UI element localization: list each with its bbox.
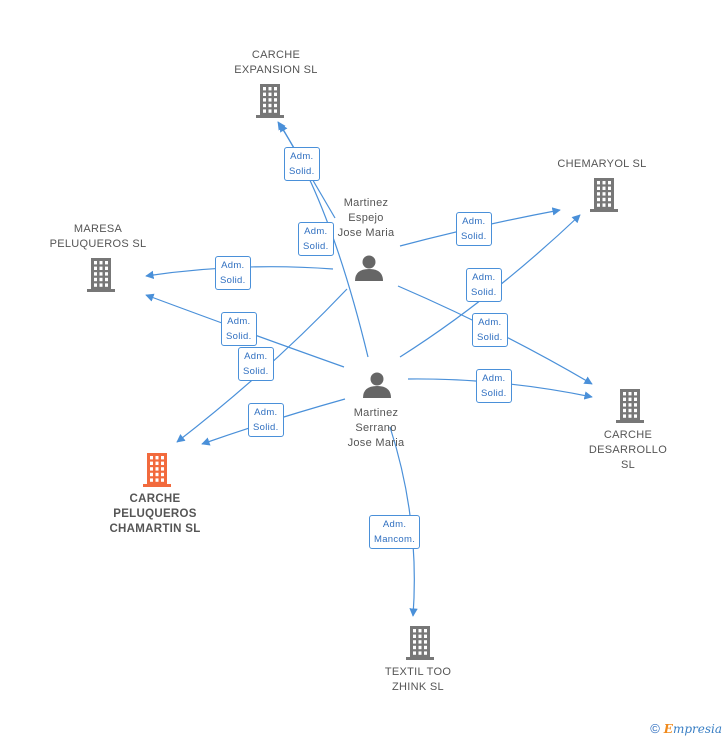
brand-logo-text: mpresia (672, 722, 722, 736)
brand-logo-initial: E (663, 722, 673, 736)
edge-role-label[interactable]: Adm. Solid. (215, 256, 251, 290)
node-label-line: DESARROLLO (588, 444, 668, 456)
footer-brand[interactable]: ©Empresia (650, 721, 722, 736)
edge-role-label[interactable]: Adm. Solid. (248, 403, 284, 437)
node-label-line: TEXTIL TOO (384, 666, 452, 678)
company-label-carche-expansion[interactable]: CARCHE EXPANSION SL (196, 48, 356, 78)
node-label-line: Espejo (348, 212, 384, 224)
building-icon[interactable] (406, 626, 434, 660)
edge-role-text: Solid. (220, 275, 246, 286)
edge-role-text: Mancom. (374, 534, 416, 545)
node-label-line: PELUQUEROS (113, 508, 197, 520)
building-icon[interactable] (87, 258, 115, 292)
edge-role-text: Solid. (303, 241, 329, 252)
node-label-line: SL (620, 459, 636, 471)
copyright-icon: © (650, 721, 660, 736)
edge-role-text: Adm. (472, 272, 496, 283)
edge-role-text: Solid. (253, 422, 279, 433)
node-label-line: Jose Maria (337, 227, 395, 239)
node-label-line: ZHINK SL (392, 681, 444, 693)
node-label-line: CARCHE (603, 429, 653, 441)
company-label-textil-too[interactable]: TEXTIL TOO ZHINK SL (338, 665, 498, 695)
person-icon[interactable] (355, 255, 383, 282)
edge-role-text: Solid. (481, 388, 507, 399)
node-label-line: Jose Maria (347, 437, 405, 449)
building-icon[interactable] (590, 178, 618, 212)
edge-role-text: Solid. (226, 331, 252, 342)
company-label-carche-desarrollo[interactable]: CARCHE DESARROLLO SL (548, 428, 708, 473)
building-icon[interactable] (616, 389, 644, 423)
edge-role-label[interactable]: Adm. Solid. (298, 222, 334, 256)
edge-role-text: Solid. (461, 231, 487, 242)
edge-role-label[interactable]: Adm. Solid. (466, 268, 502, 302)
edge-role-text: Adm. (221, 260, 245, 271)
node-label-line: Martinez (343, 197, 389, 209)
company-label-maresa[interactable]: MARESA PELUQUEROS SL (18, 222, 178, 252)
edge-role-text: Solid. (243, 366, 269, 377)
node-label-line: CARCHE (129, 493, 181, 505)
edge-role-text: Adm. (382, 519, 407, 530)
edge-role-label[interactable]: Adm. Solid. (472, 313, 508, 347)
edge-role-text: Adm. (478, 317, 502, 328)
edge-role-label[interactable]: Adm. Solid. (238, 347, 274, 381)
node-label-line: MARESA (73, 223, 123, 235)
building-icon[interactable] (256, 84, 284, 118)
edge-role-text: Adm. (227, 316, 251, 327)
edge-role-label[interactable]: Adm. Solid. (456, 212, 492, 246)
node-label-line: PELUQUEROS SL (49, 238, 147, 250)
node-label-line: CHEMARYOL SL (557, 158, 647, 170)
edge-role-text: Solid. (471, 287, 497, 298)
edge-role-text: Adm. (254, 407, 278, 418)
node-label-line: Martinez (353, 407, 399, 419)
edge-role-text: Adm. (290, 151, 314, 162)
edge-role-text: Solid. (477, 332, 503, 343)
company-label-chemaryol[interactable]: CHEMARYOL SL (522, 157, 682, 172)
node-label-line: EXPANSION SL (234, 64, 318, 76)
edge-role-label[interactable]: Adm. Solid. (284, 147, 320, 181)
company-label-carche-peluqueros[interactable]: CARCHE PELUQUEROS CHAMARTIN SL (75, 492, 235, 537)
edge-role-label[interactable]: Adm. Solid. (221, 312, 257, 346)
building-icon[interactable] (143, 453, 171, 487)
node-label-line: Serrano (355, 422, 397, 434)
edge-role-text: Adm. (482, 373, 506, 384)
node-label-line: CARCHE (251, 49, 301, 61)
edge-role-label[interactable]: Adm. Solid. (476, 369, 512, 403)
edge-role-text: Adm. (304, 226, 328, 237)
node-label-line: CHAMARTIN SL (109, 523, 201, 535)
person-icon[interactable] (363, 372, 391, 399)
edge-role-text: Adm. (462, 216, 486, 227)
edge-role-text: Solid. (289, 166, 315, 177)
edge-role-text: Adm. (244, 351, 268, 362)
edge-role-label[interactable]: Adm. Mancom. (369, 515, 421, 549)
